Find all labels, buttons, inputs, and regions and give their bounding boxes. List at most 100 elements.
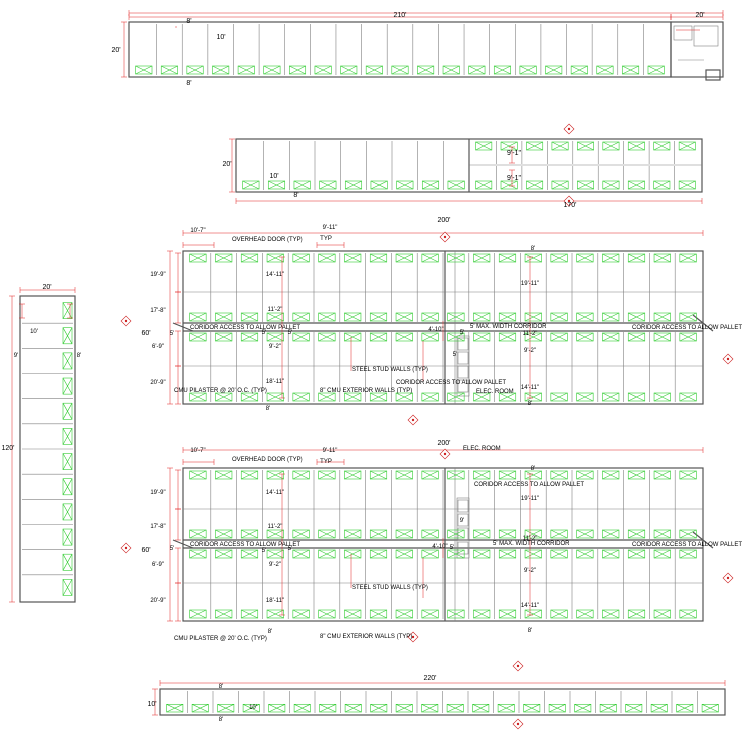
overhead-door: [473, 609, 491, 619]
door-frame: [519, 65, 537, 75]
door-frame: [319, 180, 337, 190]
overhead-door: [625, 703, 643, 713]
overhead-door: [421, 470, 439, 480]
overhead-door: [289, 65, 307, 75]
door-frame: [395, 332, 413, 342]
door-cross: [602, 529, 620, 539]
door-frame: [574, 703, 592, 713]
door-cross: [215, 312, 233, 322]
door-frame: [293, 703, 311, 713]
dimension-lines: [9, 10, 726, 716]
door-cross: [679, 549, 697, 559]
door-cross: [242, 180, 260, 190]
door-cross: [653, 253, 671, 263]
door-cross: [576, 549, 594, 559]
overhead-door: [421, 253, 439, 263]
door-cross: [447, 332, 465, 342]
elec-panel: [457, 541, 469, 555]
overhead-door: [627, 549, 646, 559]
door-cross: [292, 609, 310, 619]
overhead-door: [263, 65, 281, 75]
b4-interior-dim-4: 9'-2": [269, 562, 281, 568]
door-cross: [266, 529, 284, 539]
overhead-door: [627, 392, 646, 402]
overhead-door: [369, 332, 388, 342]
overhead-door: [653, 141, 671, 151]
b2-length-dim: 170': [563, 202, 576, 209]
overhead-door: [627, 609, 646, 619]
door-frame: [318, 392, 336, 402]
b3-cmu-pilaster-label: CMU PILASTER @ 20' O.C. (TYP): [174, 388, 267, 394]
door-cross: [526, 141, 543, 151]
door-frame: [447, 392, 465, 402]
door-frame: [602, 312, 620, 322]
overhead-door: [369, 392, 388, 402]
door-cross: [62, 428, 73, 445]
b4-left-marker-dim: 5': [170, 546, 174, 552]
overhead-door: [292, 253, 310, 263]
elec-panel: [457, 351, 469, 365]
door-cross: [370, 253, 387, 263]
door-frame: [524, 392, 542, 402]
overhead-door: [189, 253, 207, 263]
door-cross: [344, 609, 362, 619]
door-cross: [577, 180, 594, 190]
door-frame: [369, 609, 388, 619]
door-cross: [550, 549, 568, 559]
b4-steel-stud-label: STEEL STUD WALLS (TYP): [352, 585, 428, 591]
door-cross: [370, 609, 387, 619]
overhead-door: [189, 312, 207, 322]
door-cross: [62, 327, 73, 344]
door-frame: [344, 609, 362, 619]
door-frame: [215, 609, 233, 619]
door-cross: [186, 65, 204, 75]
door-frame: [62, 377, 73, 395]
door-cross: [370, 704, 388, 713]
door-frame: [289, 65, 307, 75]
elec-panel: [457, 379, 469, 393]
overhead-door: [679, 529, 697, 539]
door-cross: [395, 253, 413, 263]
door-cross: [345, 180, 362, 190]
door-frame: [475, 141, 493, 151]
building-3-labels: 200' 60' 19'-9" 17'-8" 6'-9" 20'-9" 10'-…: [141, 217, 742, 412]
overhead-door: [627, 253, 646, 263]
overhead-door: [344, 529, 362, 539]
overhead-door: [596, 65, 614, 75]
b3-corridor-label-3: CORIDOR ACCESS TO ALLOW PALLET: [632, 325, 742, 331]
door-frame: [498, 253, 517, 263]
door-frame: [369, 529, 388, 539]
door-cross: [135, 65, 153, 75]
door-frame: [266, 609, 284, 619]
door-frame: [475, 180, 493, 190]
overhead-door: [395, 529, 413, 539]
door-frame: [678, 141, 696, 151]
b5-door-span-dim: 8': [219, 684, 223, 690]
door-cross: [293, 704, 311, 713]
overhead-door: [679, 312, 697, 322]
overhead-door: [627, 470, 646, 480]
door-cross: [395, 529, 413, 539]
door-frame: [62, 327, 73, 345]
door-frame: [523, 703, 541, 713]
door-frame: [135, 65, 153, 75]
door-cross: [268, 180, 285, 190]
door-cross: [318, 549, 336, 559]
door-cross: [576, 332, 594, 342]
b4-corridor-label-1: CORIDOR ACCESS TO ALLOW PALLET: [190, 542, 300, 548]
overhead-door: [135, 65, 153, 75]
door-frame: [240, 549, 259, 559]
b3-interior-dim-4: 9'-2": [269, 344, 281, 350]
overhead-door: [395, 703, 413, 713]
b3-max-width-label: 5' MAX. WIDTH CORRIDOR: [470, 324, 547, 330]
door-frame: [292, 312, 310, 322]
overhead-door-symbols: [62, 65, 719, 713]
door-frame: [62, 478, 73, 496]
b4-width-dim: 60': [141, 547, 150, 554]
overhead-door: [344, 180, 363, 190]
overhead-door: [391, 65, 409, 75]
door-frame: [602, 549, 620, 559]
overhead-door: [62, 453, 73, 470]
door-frame: [293, 180, 311, 190]
door-cross: [676, 704, 694, 713]
